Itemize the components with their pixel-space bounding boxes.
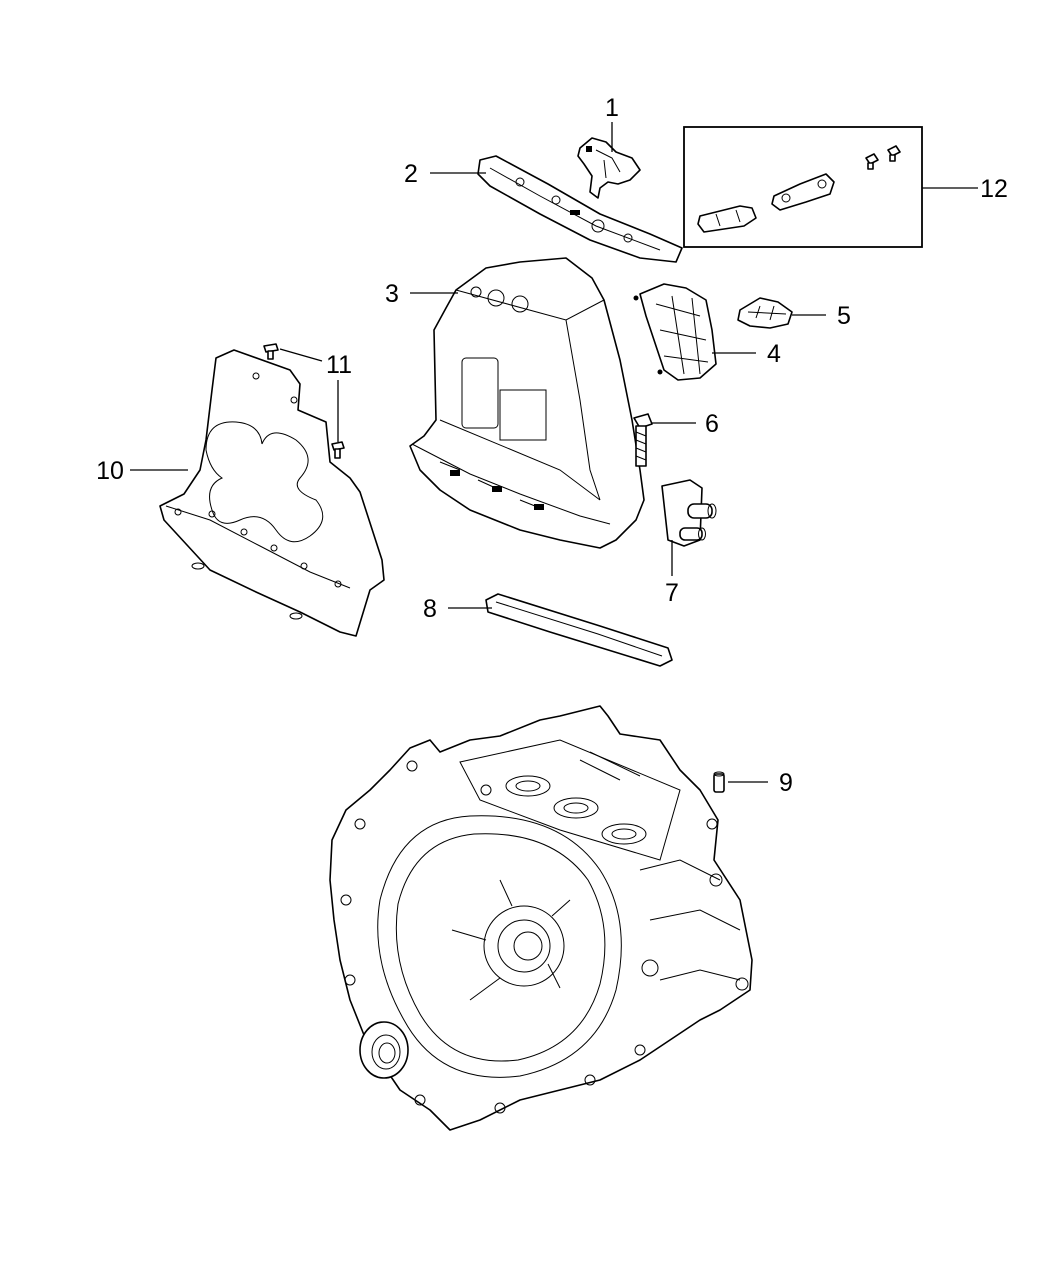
callout-1: 1 — [605, 94, 619, 122]
part-3-control-module — [409, 257, 645, 549]
part-11-screws — [263, 343, 345, 459]
part-6-bolt — [633, 413, 653, 467]
part-4-cover-plate — [633, 283, 717, 381]
part-1-sensor-bracket — [577, 137, 641, 199]
part-10-heat-shield — [159, 349, 385, 637]
callout-3: 3 — [385, 280, 399, 308]
part-2-harness-tray — [477, 155, 683, 263]
callout-4: 4 — [767, 340, 781, 368]
part-5-connector — [737, 297, 793, 329]
part-8-gasket — [485, 593, 673, 667]
callout-7: 7 — [665, 579, 679, 607]
callout-5: 5 — [837, 302, 851, 330]
part-9-dowel-pin — [713, 771, 725, 793]
callout-9: 9 — [779, 769, 793, 797]
callout-2: 2 — [404, 160, 418, 188]
part-7-coolant-fitting — [661, 479, 717, 547]
callout-10: 10 — [96, 457, 124, 485]
callout-8: 8 — [423, 595, 437, 623]
callout-12: 12 — [980, 175, 1008, 203]
callout-11: 11 — [326, 351, 352, 379]
transmission-case — [329, 705, 753, 1131]
part-12-kit-box — [683, 126, 923, 248]
callout-6: 6 — [705, 410, 719, 438]
leader-11a — [279, 348, 323, 362]
